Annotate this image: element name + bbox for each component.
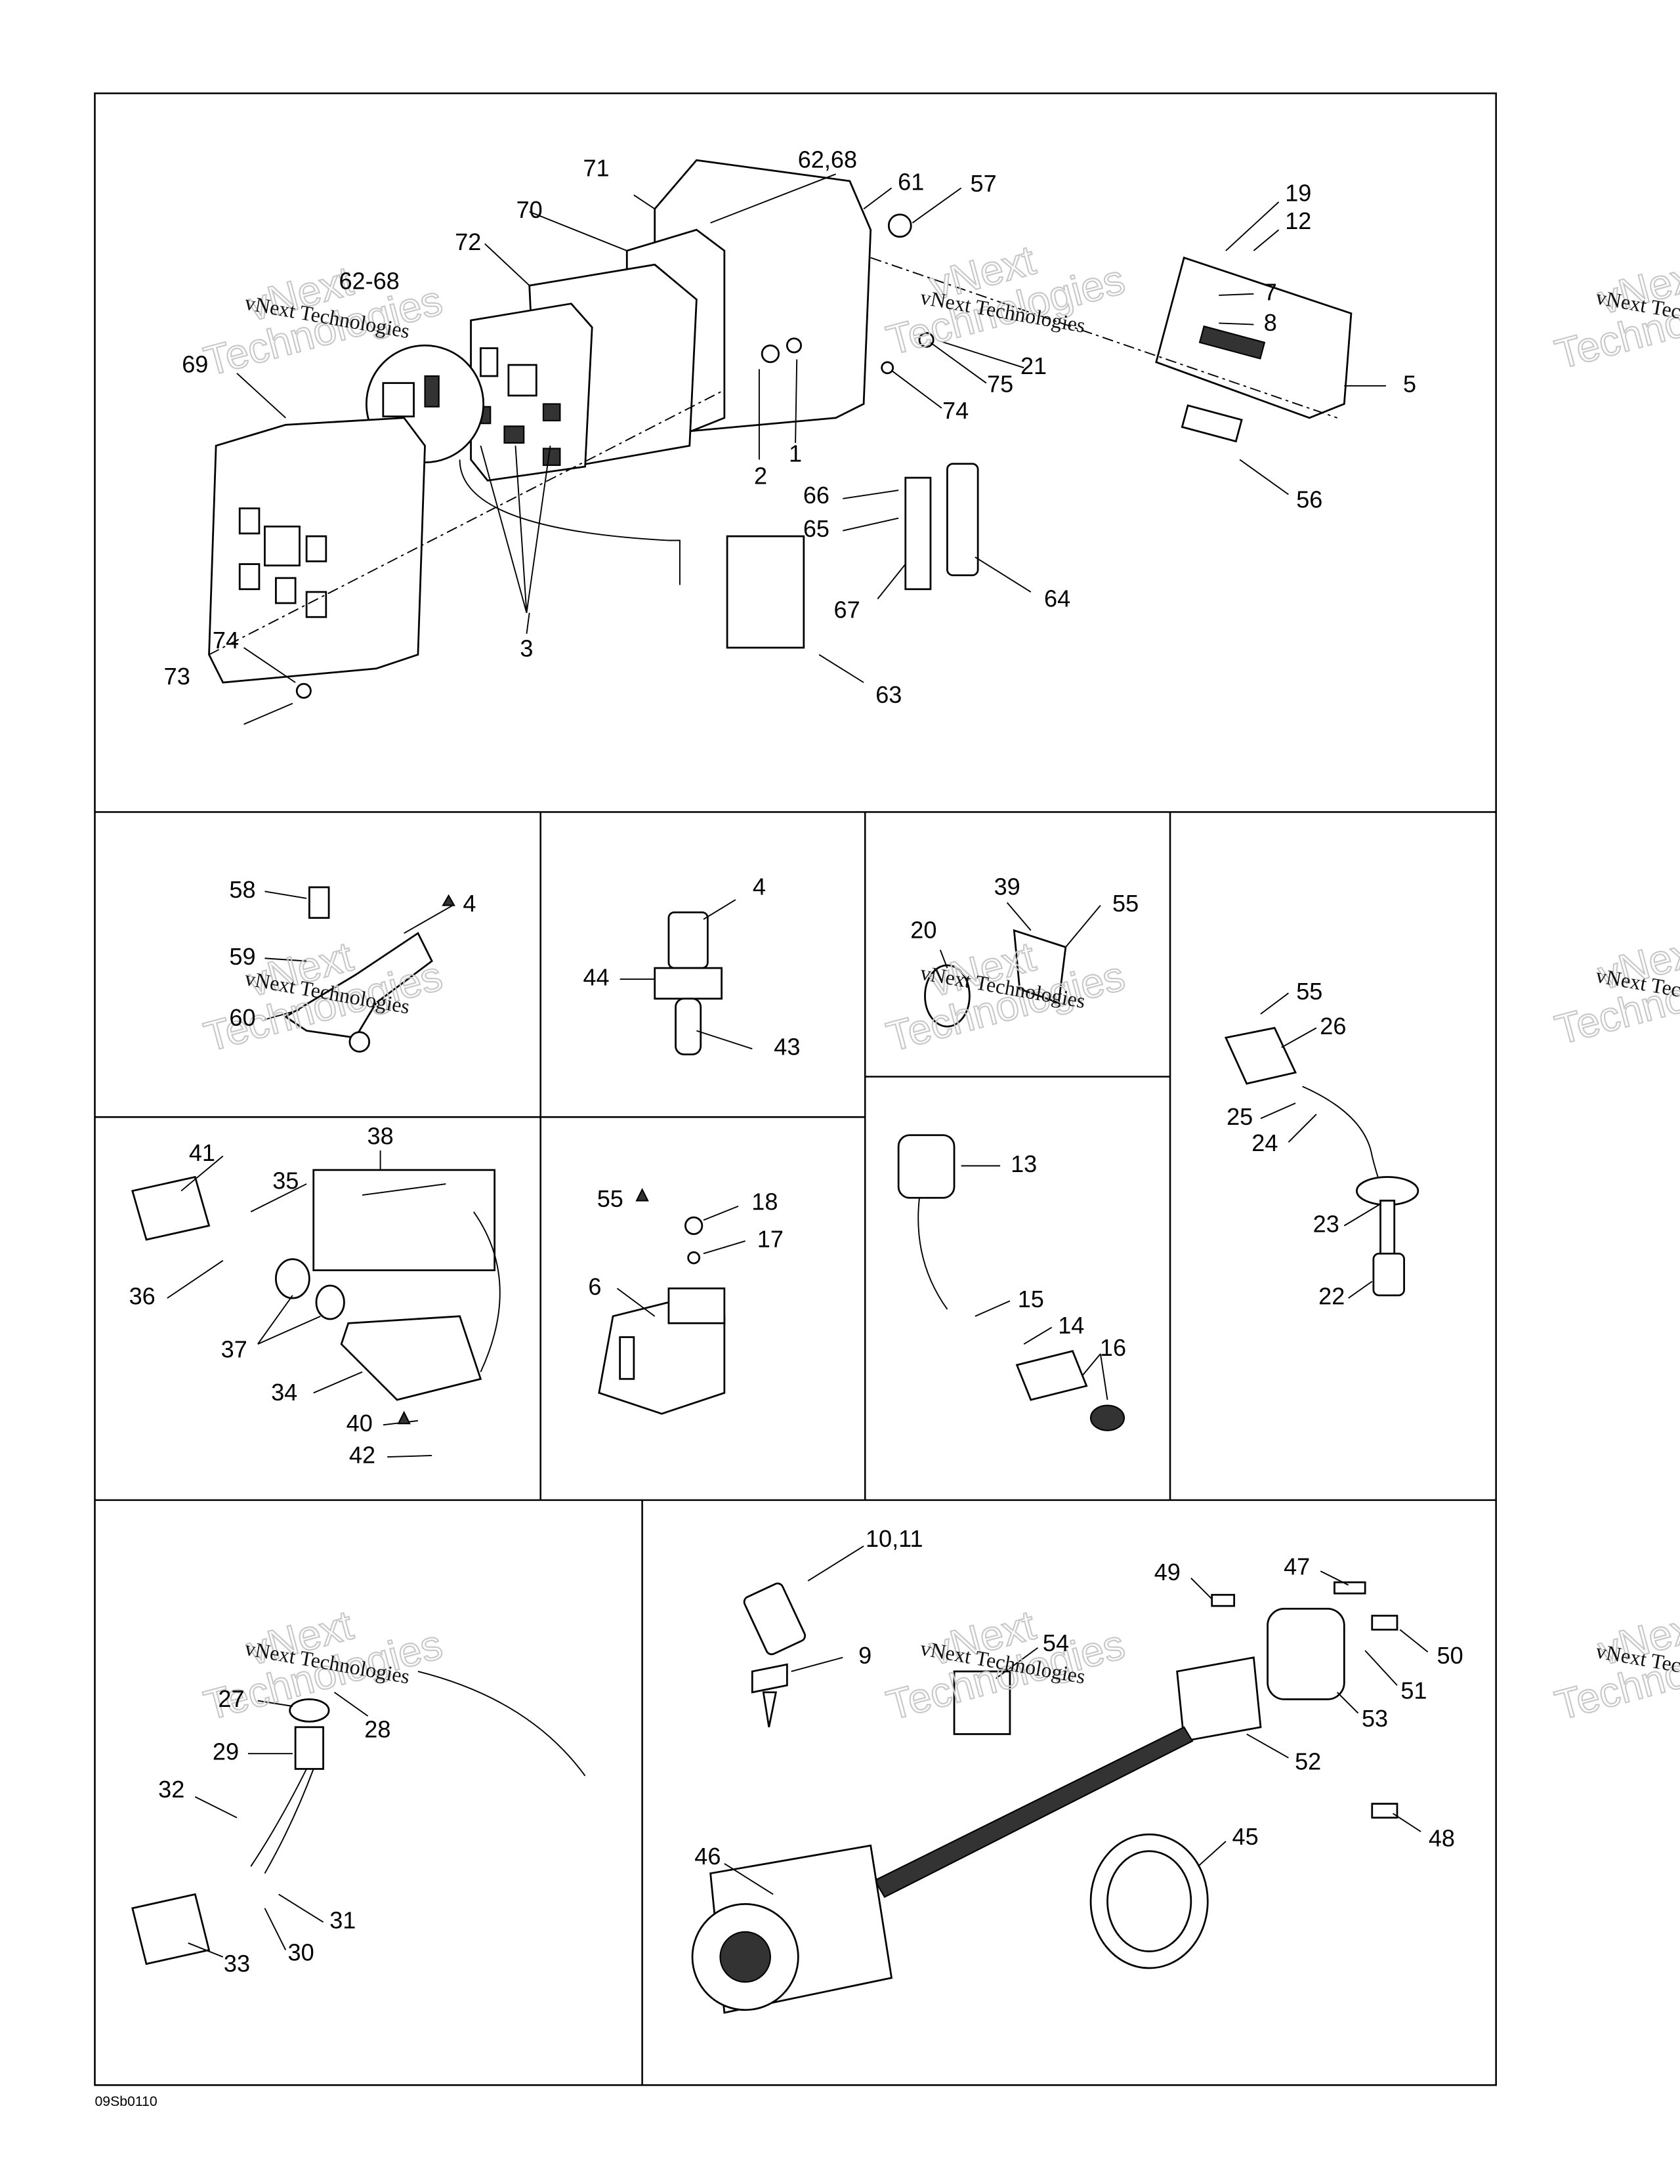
callout: 7 [1264,278,1277,305]
panel-pressure-sensor [897,1134,1125,1431]
diagram-frame [94,92,1497,2086]
callout: 22 [1318,1283,1345,1310]
callout: 19 [1285,180,1311,207]
callout: 40 [346,1410,373,1437]
callout: 16 [1100,1334,1126,1361]
callout: 41 [189,1139,215,1166]
callout: 75 [987,370,1013,397]
callout: 8 [1264,309,1277,336]
callout: 60 [229,1004,255,1031]
callout: 47 [1284,1553,1310,1580]
panel-switch-assembly [131,1150,501,1458]
callout: 67 [834,596,860,623]
callout: 69 [182,351,208,378]
callout: 48 [1429,1824,1455,1851]
callout: 62,68 [798,146,857,173]
callout: 51 [1400,1677,1427,1704]
callout: 3 [520,635,533,662]
callout: 45 [1232,1823,1259,1850]
callout: 70 [516,196,543,223]
callout: 21 [1020,352,1047,379]
callout: 59 [229,943,255,970]
callout: 20 [910,916,936,943]
panel-speed-sensor [131,1671,586,1965]
callout: 18 [751,1188,778,1215]
panel-connector-sensor [924,902,1101,1028]
callout: 44 [583,964,610,991]
callout: 71 [583,154,610,181]
callout: 73 [164,663,190,690]
callout: 49 [1154,1559,1181,1586]
callout: 61 [898,169,924,196]
callout: 31 [329,1907,356,1934]
callout: 1 [789,440,802,467]
callout: 74 [213,627,239,654]
callout: 55 [1296,978,1322,1005]
callout: 24 [1251,1129,1278,1156]
callout: 66 [803,482,830,509]
callout: 37 [221,1335,247,1362]
callout: 15 [1018,1286,1044,1312]
callout: 30 [288,1939,314,1965]
callout: 34 [271,1379,297,1406]
panel-fuel-sender [1224,992,1419,1299]
callout: 27 [218,1685,244,1712]
callout: 55 [1112,890,1139,917]
callout: 55 [597,1185,623,1212]
callout: 35 [272,1167,299,1194]
callout: 33 [224,1950,250,1977]
callout: 26 [1320,1013,1346,1040]
callout: 5 [1403,370,1416,397]
callout: 54 [1043,1629,1069,1656]
callout: 52 [1295,1748,1321,1775]
callout: 39 [994,873,1020,900]
callout: 72 [455,228,481,255]
callout: 38 [368,1123,394,1150]
callout: 10,11 [866,1525,923,1552]
callout: 58 [229,876,255,903]
figure-code: 09Sb0110 [94,2094,157,2109]
callout: 4 [753,873,766,900]
panel-temperature-sensor [620,899,753,1056]
callout: 2 [754,463,767,490]
panel-gauge-harness [691,1545,1429,2014]
callout: 63 [875,681,902,708]
callout: 50 [1437,1642,1463,1669]
callout: 65 [803,515,830,542]
panel-gauge-assembly [208,159,1386,725]
callout: 23 [1313,1210,1339,1237]
callout: 6 [588,1273,601,1300]
callout: 28 [364,1716,390,1743]
callout: 36 [129,1283,156,1310]
callout: 9 [858,1642,872,1669]
callout: 32 [158,1776,184,1803]
callout: 46 [694,1843,721,1870]
callout: 62-68 [339,267,399,294]
callout: 64 [1044,585,1070,612]
callout: 57 [971,170,997,197]
callout: 43 [774,1034,800,1060]
callout: 53 [1362,1705,1388,1732]
callout: 14 [1058,1312,1084,1339]
callout: 17 [757,1226,784,1253]
callout: 4 [463,890,476,917]
panel-sensor-bracket [264,886,455,1053]
callout: 74 [942,397,969,424]
callout: 25 [1227,1103,1253,1130]
callout: 29 [213,1738,239,1765]
callout: 12 [1285,207,1311,234]
callout: 13 [1011,1150,1037,1177]
callout: 56 [1296,486,1322,513]
callout-labels: 71 62,68 61 57 19 12 70 72 62-68 7 8 21 … [129,146,1463,1977]
panel-solenoid [598,1188,746,1415]
callout: 42 [349,1442,375,1469]
